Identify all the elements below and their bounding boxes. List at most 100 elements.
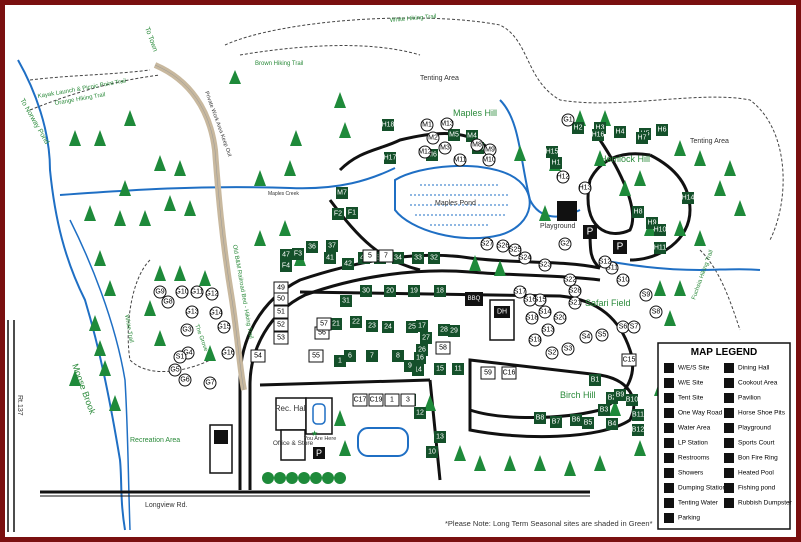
campsite-wes: C15 <box>621 353 637 367</box>
svg-text:H3: H3 <box>596 125 605 132</box>
campsite-seasonal: H6 <box>656 124 668 136</box>
campsite-seasonal: 1 <box>334 355 346 367</box>
campsite-seasonal: 19 <box>408 285 420 297</box>
svg-text:Cookout Area: Cookout Area <box>738 380 778 387</box>
svg-text:H10: H10 <box>654 227 667 234</box>
campsite-we: S23 <box>538 258 552 272</box>
hemlock-hill-label: Hemlock Hill <box>600 154 650 164</box>
svg-text:Restrooms: Restrooms <box>678 455 710 462</box>
svg-text:11: 11 <box>454 366 461 373</box>
svg-text:5: 5 <box>368 253 372 260</box>
campsite-seasonal: 6 <box>344 350 356 362</box>
campsite-we: S22 <box>563 273 577 287</box>
svg-text:G15: G15 <box>217 324 230 331</box>
svg-text:B2: B2 <box>608 395 617 402</box>
svg-text:21: 21 <box>332 321 340 328</box>
svg-text:53: 53 <box>277 335 285 342</box>
svg-text:Sports Court: Sports Court <box>738 440 775 447</box>
svg-text:1: 1 <box>390 397 394 404</box>
campsite-we: S12 <box>598 255 612 269</box>
campsite-we: M8 <box>470 138 484 152</box>
campsite-we: S24 <box>518 251 532 265</box>
rt137-label: Rt.137 <box>16 395 23 416</box>
svg-text:S19: S19 <box>529 337 542 344</box>
campsite-seasonal: 33 <box>412 252 424 264</box>
svg-text:H7: H7 <box>638 135 647 142</box>
legend-item: Parking <box>664 513 700 523</box>
svg-text:P: P <box>617 242 624 253</box>
campsite-seasonal: F3 <box>292 248 304 260</box>
fishing-pond <box>357 427 409 457</box>
svg-text:H4: H4 <box>616 129 625 136</box>
svg-text:P: P <box>587 227 594 238</box>
office-store <box>280 429 306 461</box>
legend-item: Tent Site <box>664 393 704 403</box>
campsite-we: S3 <box>561 342 575 356</box>
campsite-we: S20 <box>553 311 567 325</box>
svg-text:S7: S7 <box>630 324 639 331</box>
svg-text:G5: G5 <box>170 367 179 374</box>
campsite-we: S7 <box>627 320 641 334</box>
svg-text:G7: G7 <box>205 380 214 387</box>
svg-text:C17: C17 <box>354 397 367 404</box>
legend-icon <box>664 453 674 463</box>
seasonal-note: *Please Note: Long Term Seasonal sites a… <box>445 519 653 528</box>
svg-text:58: 58 <box>439 345 447 352</box>
rec-hall-label: Rec. Hall <box>275 404 308 413</box>
maples-hill-label: Maples Hill <box>453 108 497 118</box>
svg-text:S16: S16 <box>524 297 537 304</box>
hiking-trails <box>29 17 784 373</box>
legend-item: LP Station <box>664 438 708 448</box>
campsite-seasonal: H7 <box>636 132 648 144</box>
svg-text:M6: M6 <box>427 152 437 159</box>
legend-item: Pavilion <box>724 393 761 403</box>
svg-text:S9: S9 <box>642 292 651 299</box>
parking-icon <box>613 240 627 254</box>
svg-text:31: 31 <box>342 298 350 305</box>
svg-text:29: 29 <box>450 328 458 335</box>
svg-text:Pavilion: Pavilion <box>738 395 761 402</box>
svg-text:S13: S13 <box>542 327 555 334</box>
svg-text:30: 30 <box>362 288 370 295</box>
playground-label: Playground <box>540 223 576 230</box>
svg-text:28: 28 <box>440 327 448 334</box>
legend-icon <box>664 513 674 523</box>
campsite-we: G12 <box>205 287 219 301</box>
campsite-wes: 58 <box>435 341 451 355</box>
you-are-here-star-icon: ★ <box>311 429 318 438</box>
campsite-seasonal: H16 <box>592 129 605 141</box>
legend-icon <box>724 498 734 508</box>
svg-text:8: 8 <box>396 353 400 360</box>
svg-text:M5: M5 <box>449 132 459 139</box>
campsite-we: S2 <box>545 346 559 360</box>
campsite-we: S27 <box>480 237 494 251</box>
svg-text:G2: G2 <box>560 241 569 248</box>
campsite-we: M2 <box>426 131 440 145</box>
campsite-we: G11 <box>190 285 204 299</box>
svg-text:B11: B11 <box>632 412 644 419</box>
legend-item: Rubbish Dumpster <box>724 498 793 508</box>
campsite-we: S8 <box>649 305 663 319</box>
campsite-we: G7 <box>203 376 217 390</box>
campsite-we: M13 <box>440 117 454 131</box>
campsite-wes: 1 <box>384 393 400 407</box>
legend-icon <box>724 363 734 373</box>
campsite-we: S25 <box>508 243 522 257</box>
svg-text:M1: M1 <box>422 122 432 129</box>
campsite-seasonal: 32 <box>428 252 440 264</box>
svg-text:S1: S1 <box>176 354 185 361</box>
legend-item: Water Area <box>664 423 711 433</box>
tenting-area-label: Tenting Area <box>420 75 459 82</box>
campsite-seasonal: 10 <box>426 446 438 458</box>
svg-text:P: P <box>316 448 322 458</box>
svg-text:S14: S14 <box>539 309 552 316</box>
legend-item: Sports Court <box>724 438 775 448</box>
campsite-wes: 51 <box>273 305 289 319</box>
campsite-wes: 57 <box>316 317 332 331</box>
legend-icon <box>724 468 734 478</box>
svg-text:F4: F4 <box>282 263 290 270</box>
campsite-we: S19 <box>528 333 542 347</box>
svg-text:19: 19 <box>410 288 418 295</box>
parking-icon <box>583 225 597 239</box>
svg-text:H15: H15 <box>546 149 559 156</box>
